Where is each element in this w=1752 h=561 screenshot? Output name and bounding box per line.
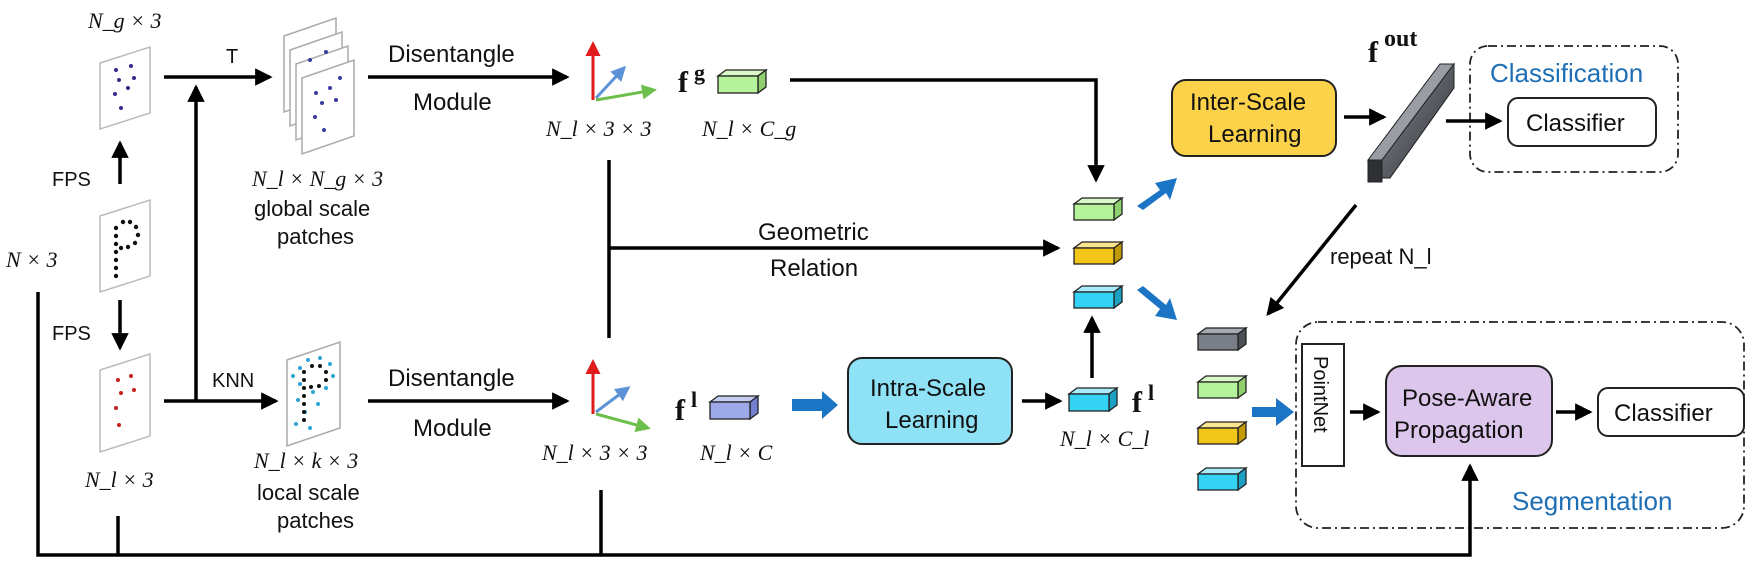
classification-region — [1469, 45, 1679, 173]
disentangle-top-line2: Module — [413, 89, 492, 116]
segmentation-title: Segmentation — [1512, 486, 1672, 516]
pose-axes-bottom — [585, 359, 651, 433]
intra-scale-line1: Intra-Scale — [870, 375, 986, 402]
fps-bottom-label: FPS — [52, 323, 91, 345]
intra-scale-line2: Learning — [885, 407, 978, 434]
classifier-top-label: Classifier — [1526, 110, 1625, 137]
pose-top-dims: N_l × 3 × 3 — [545, 116, 651, 141]
inter-scale-box — [1171, 79, 1337, 157]
classification-title: Classification — [1490, 58, 1643, 88]
fl-out-dims: N_l × C_l — [1059, 426, 1149, 451]
blue-arrow-intra — [792, 391, 838, 419]
blue-arrow-to-inter — [1137, 178, 1177, 210]
fl-out-feature-cuboid — [1067, 386, 1119, 413]
geometric-line1: Geometric — [758, 219, 869, 246]
classifier-bottom-box — [1597, 387, 1745, 437]
fl-mid-symbol: f — [675, 394, 686, 427]
global-patches-dims: N_l × N_g × 3 — [251, 166, 383, 191]
fg-dims: N_l × C_g — [701, 116, 796, 141]
fl-out-symbol: f — [1132, 386, 1143, 419]
fl-mid-feature-cuboid — [708, 394, 760, 421]
fg-to-stack-arrow — [790, 78, 1105, 183]
local-patches-dims: N_l × k × 3 — [253, 448, 358, 473]
pointnet-label: PointNet — [1309, 356, 1331, 433]
blue-arrow-to-pointnet — [1252, 398, 1294, 426]
t-label: T — [226, 46, 238, 68]
pose-aware-box — [1385, 365, 1553, 457]
blue-arrow-to-seg — [1137, 286, 1177, 320]
fl-mid-sup: l — [691, 387, 697, 412]
fl-mid-dims: N_l × C — [699, 440, 773, 465]
feature-stack-middle — [1072, 196, 1124, 310]
disentangle-bottom-line1: Disentangle — [388, 365, 515, 392]
classifier-top-box — [1507, 97, 1657, 147]
local-sample-card — [99, 352, 151, 454]
input-pointcloud-card — [99, 198, 151, 294]
classifier-bottom-label: Classifier — [1614, 400, 1713, 427]
global-patches-line1: global scale — [254, 196, 370, 221]
fout-feature-bar — [1367, 62, 1455, 183]
fout-symbol: f — [1368, 36, 1379, 69]
inter-scale-line2: Learning — [1208, 121, 1301, 148]
fps-top-label: FPS — [52, 169, 91, 191]
local-patches-line1: local scale — [257, 480, 360, 505]
repeat-label: repeat N_l — [1330, 244, 1432, 269]
points-bottom-dims: N_l × 3 — [84, 467, 154, 492]
knn-label: KNN — [212, 370, 254, 392]
skip-connection-arrow — [36, 292, 1479, 557]
points-top-dims: N_g × 3 — [87, 8, 162, 33]
pose-bottom-dims: N_l × 3 × 3 — [541, 440, 647, 465]
fg-symbol: f — [678, 66, 689, 99]
local-patches-line2: patches — [277, 508, 354, 533]
global-sample-card — [99, 45, 151, 131]
intra-scale-box — [847, 357, 1013, 445]
fl-out-sup: l — [1148, 380, 1154, 405]
local-patch-card — [286, 340, 341, 448]
fg-sup: g — [694, 60, 705, 85]
pose-aware-line1: Pose-Aware — [1402, 385, 1532, 412]
repeat-arrow — [1266, 203, 1358, 317]
fg-feature-cuboid — [716, 68, 768, 95]
feature-stack-right — [1196, 326, 1248, 492]
disentangle-top-line1: Disentangle — [388, 41, 515, 68]
pointnet-box — [1301, 343, 1345, 467]
inter-scale-line1: Inter-Scale — [1190, 89, 1306, 116]
fout-sup: out — [1384, 26, 1417, 52]
global-patches-line2: patches — [277, 224, 354, 249]
geometric-line2: Relation — [770, 255, 858, 282]
global-patch-stack — [283, 16, 355, 156]
points-main-dims: N × 3 — [5, 247, 58, 272]
pose-axes-top — [585, 41, 657, 102]
disentangle-bottom-line2: Module — [413, 415, 492, 442]
pose-aware-line2: Propagation — [1394, 417, 1523, 444]
